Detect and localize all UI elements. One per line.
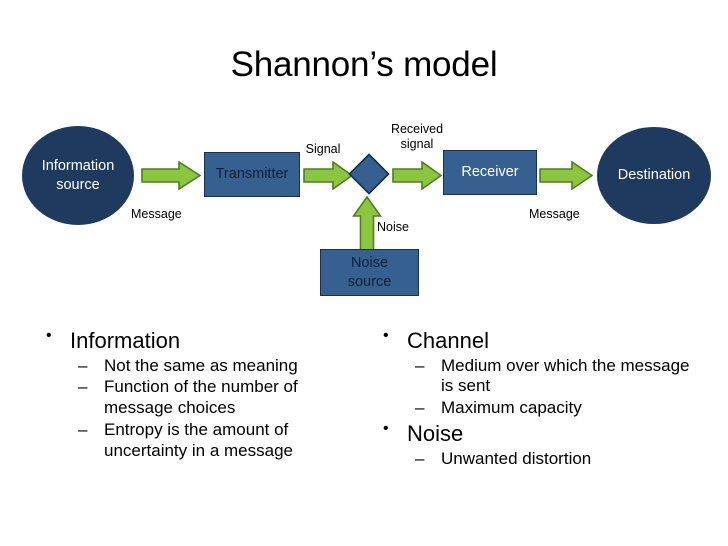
- arrow-channel-to-receiver: [392, 161, 442, 190]
- edge-label-signal: Signal: [305, 142, 341, 156]
- sub-bullet-marker: –: [415, 448, 425, 468]
- sub-bullet-marker: –: [415, 355, 425, 375]
- bullet-channel: • Channel: [375, 327, 705, 355]
- sub-bullet-marker: –: [78, 355, 88, 375]
- bullet-information: • Information: [38, 327, 368, 355]
- sub-bullet-function-of-message-choices: – Function of the number of message choi…: [38, 377, 368, 419]
- bullet-column-right: • Channel – Medium over which the messag…: [375, 327, 705, 471]
- edge-label-received-signal: Received signal: [390, 122, 444, 151]
- bullet-text: Noise: [407, 421, 464, 447]
- node-transmitter-label: Transmitter: [215, 166, 289, 183]
- arrow-receiver-to-destination: [539, 161, 593, 190]
- sub-bullet-text: Entropy is the amount of uncertainty in …: [104, 420, 293, 461]
- sub-bullet-unwanted-distortion: – Unwanted distortion: [375, 449, 705, 470]
- sub-bullet-text: Function of the number of message choice…: [104, 377, 298, 418]
- sub-bullet-entropy-uncertainty: – Entropy is the amount of uncertainty i…: [38, 420, 368, 462]
- sub-bullet-text: Not the same as meaning: [104, 355, 298, 375]
- page-title: Shannon’s model: [230, 45, 498, 84]
- sub-bullet-text: Maximum capacity: [441, 398, 582, 418]
- sub-bullet-medium-message-sent: – Medium over which the message is sent: [375, 356, 705, 398]
- diamond-shape: [348, 153, 390, 195]
- node-information-source-label: Information source: [41, 158, 115, 193]
- bullet-marker: •: [46, 327, 52, 344]
- node-noise-source-label: Noise source: [347, 255, 392, 290]
- sub-bullet-marker: –: [78, 420, 88, 440]
- sub-bullet-not-same-as-meaning: – Not the same as meaning: [38, 356, 368, 377]
- node-destination[interactable]: Destination: [597, 127, 711, 224]
- bullet-marker: •: [383, 420, 389, 438]
- bullet-column-left: • Information – Not the same as meaning …: [38, 327, 368, 463]
- bullet-text: Channel: [407, 328, 489, 353]
- node-receiver-label: Receiver: [461, 164, 519, 181]
- sub-bullet-marker: –: [78, 377, 88, 397]
- node-noise-source[interactable]: Noise source: [320, 249, 419, 296]
- node-destination-label: Destination: [617, 167, 691, 184]
- bullet-noise: • Noise: [375, 420, 705, 448]
- arrow-source-to-transmitter: [141, 161, 201, 190]
- node-information-source[interactable]: Information source: [22, 126, 134, 225]
- bullet-marker: •: [383, 327, 389, 344]
- node-channel-diamond[interactable]: [348, 153, 390, 195]
- edge-label-message-right: Message: [529, 207, 580, 221]
- sub-bullet-maximum-capacity: – Maximum capacity: [375, 398, 705, 419]
- edge-label-message-left: Message: [131, 207, 182, 221]
- edge-label-noise: Noise: [377, 220, 409, 234]
- sub-bullet-text: Unwanted distortion: [441, 448, 592, 468]
- sub-bullet-text: Medium over which the message is sent: [441, 355, 690, 396]
- node-transmitter[interactable]: Transmitter: [204, 152, 300, 197]
- node-receiver[interactable]: Receiver: [443, 150, 537, 195]
- bullet-text: Information: [70, 328, 181, 353]
- shannon-model-diagram: Information source Message Transmitter S…: [22, 122, 711, 296]
- sub-bullet-marker: –: [415, 398, 425, 418]
- arrow-transmitter-to-channel: [303, 161, 353, 190]
